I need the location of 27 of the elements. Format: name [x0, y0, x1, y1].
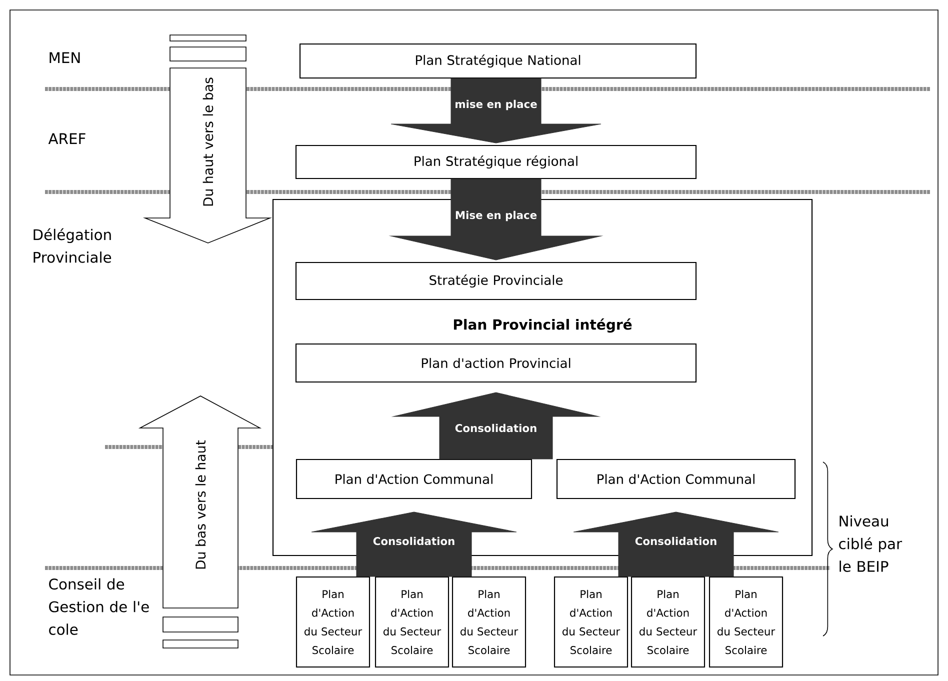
plan-box: Plan Stratégique régional [295, 144, 697, 180]
plan-box: Plan d'Action Communal [296, 458, 532, 500]
block-arrow [311, 512, 517, 577]
block-arrow [573, 512, 779, 577]
plan-box: Plan d'Action du Secteur Scolaire [452, 576, 526, 668]
arrow-text: Du haut vers le bas [202, 78, 214, 206]
block-arrow [391, 392, 601, 460]
plan-box: Plan d'Action du Secteur Scolaire [296, 576, 370, 668]
edge-label: Consolidation [373, 536, 454, 546]
level-label: AREF [48, 133, 86, 144]
plan-box: Plan d'Action Communal [556, 458, 796, 500]
edge-label: mise en place [456, 100, 537, 110]
edge-label: Consolidation [455, 424, 536, 432]
plan-box: Stratégie Provinciale [295, 262, 697, 300]
plan-box: Plan d'Action du Secteur Scolaire [630, 576, 706, 668]
edge-label: Consolidation [635, 536, 716, 546]
level-label: Conseil de Gestion de l'e cole [49, 578, 149, 635]
plan-box: Plan d'Action du Secteur Scolaire [708, 576, 784, 668]
plan-box: Plan d'action Provincial [295, 343, 697, 383]
plan-box: Plan d'Action du Secteur Scolaire [554, 576, 628, 668]
arrow-text: Du bas vers le haut [195, 440, 206, 569]
plan-box: Plan d'Action du Secteur Scolaire [374, 576, 450, 668]
edge-label: Mise en place [456, 210, 537, 222]
plan-box: Plan Stratégique National [299, 43, 697, 79]
level-label: MEN [50, 52, 80, 63]
level-label: Délégation Provinciale [34, 228, 112, 263]
level-label: Niveau ciblé par le BEIP [839, 515, 902, 572]
